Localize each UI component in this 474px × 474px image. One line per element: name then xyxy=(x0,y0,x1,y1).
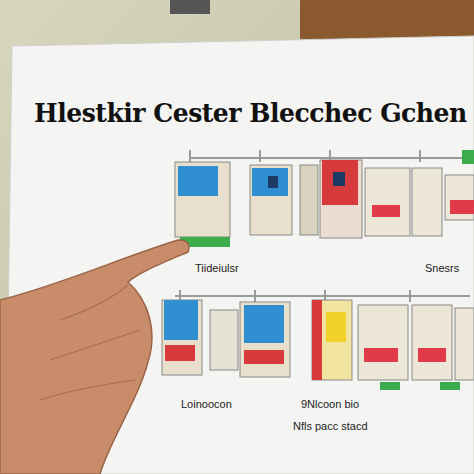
wires xyxy=(175,150,470,302)
component-label: Loinoocon xyxy=(180,398,233,410)
component-label: Snesrs xyxy=(424,262,460,274)
component-row-bottom xyxy=(162,300,474,390)
component-label: 9Nlcoon bio xyxy=(300,398,360,410)
wall-fixture xyxy=(170,0,210,14)
component-label: Nfls pacc stacd xyxy=(292,420,369,432)
pointing-hand xyxy=(0,240,189,474)
finger-creases xyxy=(40,285,140,400)
component-row-top xyxy=(175,150,474,247)
poster-title: Hlestkir Cester Blecchec Gchen xyxy=(34,98,467,128)
component-label: Tiideiulsr xyxy=(194,262,240,274)
